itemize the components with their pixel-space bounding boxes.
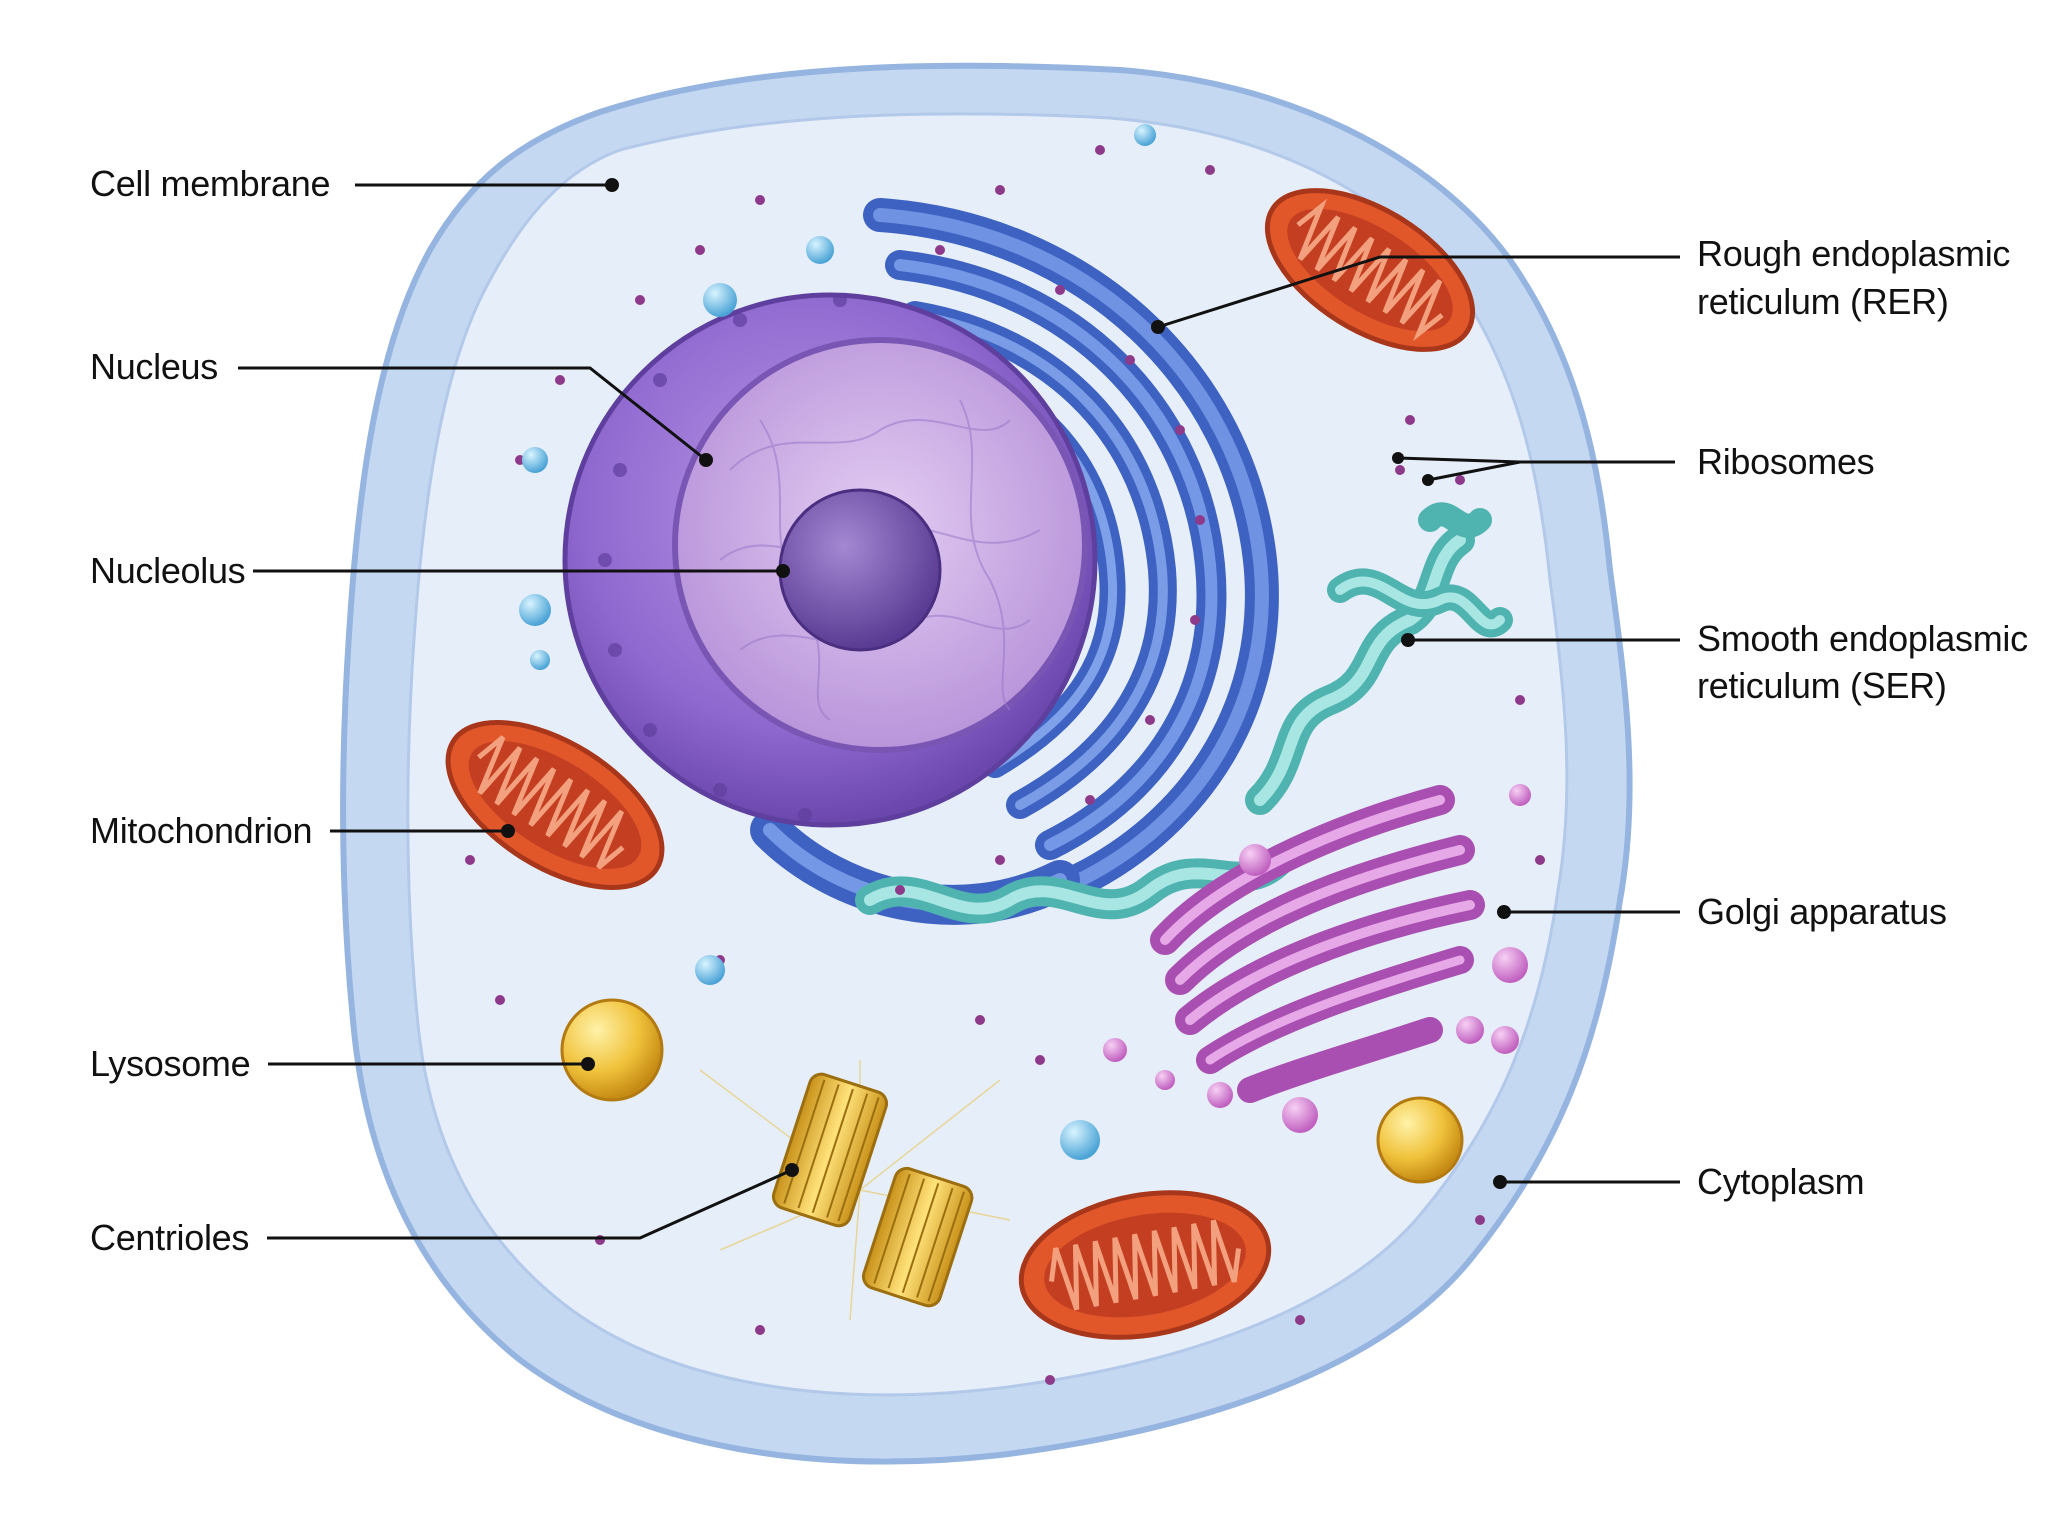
label-mitochondrion: Mitochondrion: [90, 810, 313, 851]
label-ribosomes: Ribosomes: [1697, 441, 1875, 482]
label-rer-line2: reticulum (RER): [1697, 281, 1949, 322]
label-lysosome: Lysosome: [90, 1043, 251, 1084]
vesicles: [519, 124, 1156, 1160]
label-ser-line1: Smooth endoplasmic: [1697, 618, 2028, 659]
leader-ribosomes: [1397, 456, 1675, 482]
golgi-vesicles: [1103, 784, 1531, 1133]
mitochondrion-left: [445, 719, 665, 891]
nucleolus: [778, 488, 942, 652]
leader-rer: [1157, 255, 1680, 329]
leader-centrioles: [267, 1168, 793, 1240]
leader-nucleus: [238, 366, 707, 462]
mitochondrion-bottom: [1018, 1190, 1272, 1340]
label-cytoplasm: Cytoplasm: [1697, 1161, 1865, 1202]
leader-dots: [501, 178, 1511, 1189]
label-ser-line2: reticulum (SER): [1697, 665, 1947, 706]
label-cell-membrane: Cell membrane: [90, 163, 331, 204]
golgi-apparatus: [1150, 785, 1485, 1103]
leader-lines: [238, 183, 1680, 1240]
centrioles: [699, 1060, 1011, 1321]
label-rer-line1: Rough endoplasmic: [1697, 233, 2011, 274]
smooth-er: [855, 502, 1513, 924]
lysosome-right: [1376, 1096, 1464, 1184]
label-golgi-apparatus: Golgi apparatus: [1697, 891, 1947, 932]
label-nucleolus: Nucleolus: [90, 550, 246, 591]
label-nucleus: Nucleus: [90, 346, 218, 387]
lysosome-left: [560, 998, 664, 1102]
label-centrioles: Centrioles: [90, 1217, 250, 1258]
mitochondrion-top-right: [1264, 188, 1476, 352]
